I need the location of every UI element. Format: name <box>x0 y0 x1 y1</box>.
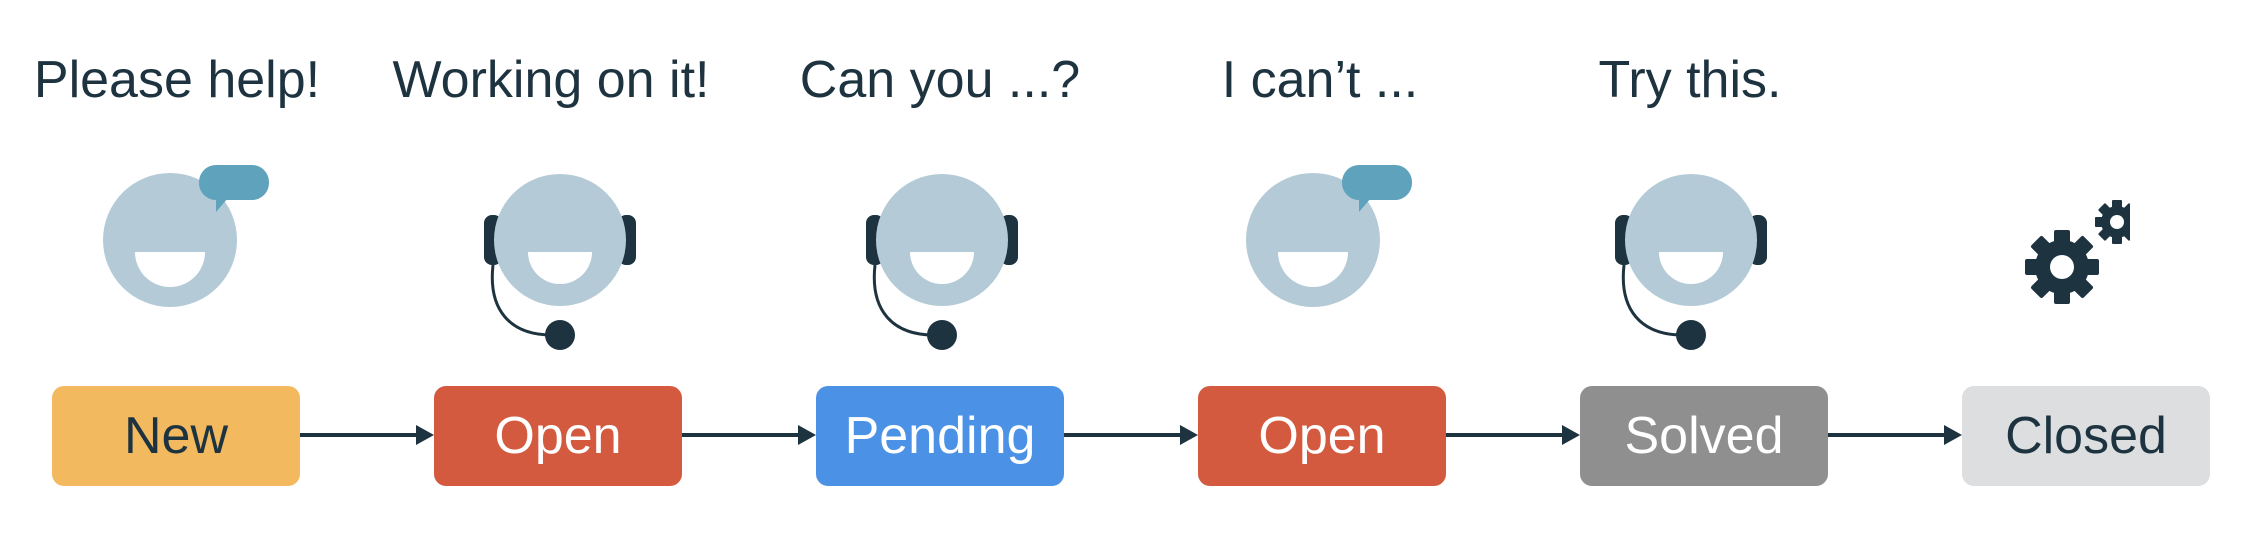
agent-headset-icon <box>1615 174 1767 350</box>
gears-icon <box>2025 200 2130 304</box>
status-open-2: Open <box>1198 386 1446 486</box>
caption-solved: Try this. <box>1598 51 1782 109</box>
caption-open-2: I can’t ... <box>1221 51 1419 109</box>
status-open: Open <box>434 386 682 486</box>
caption-new: Please help! <box>33 51 321 109</box>
flow-arrow <box>1828 425 1962 445</box>
status-closed: Closed <box>1962 386 2210 486</box>
caption-open: Working on it! <box>392 51 710 109</box>
status-solved: Solved <box>1580 386 1828 486</box>
flow-arrow <box>300 425 434 445</box>
flow-arrow <box>1446 425 1580 445</box>
caption-pending: Can you ...? <box>799 51 1081 109</box>
agent-headset-icon <box>866 174 1018 350</box>
agent-headset-icon <box>484 174 636 350</box>
status-new: New <box>52 386 300 486</box>
customer-speech-icon <box>1246 165 1412 307</box>
customer-speech-icon <box>103 165 269 307</box>
flow-arrow <box>682 425 816 445</box>
flow-arrow <box>1064 425 1198 445</box>
status-pending: Pending <box>816 386 1064 486</box>
